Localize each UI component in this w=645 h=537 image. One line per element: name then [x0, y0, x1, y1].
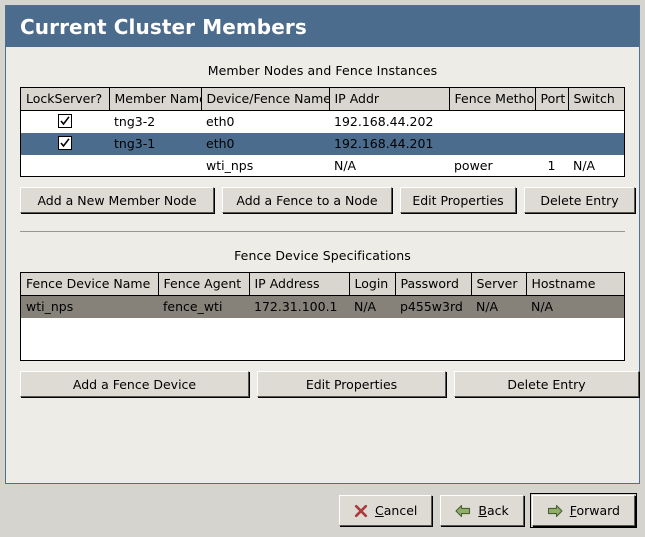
back-label-rest: ack [486, 503, 509, 518]
fence-devices-table[interactable]: Fence Device Name Fence Agent IP Address… [20, 272, 625, 361]
cell-device-fence-name: wti_nps [206, 158, 254, 173]
table-header-row: Fence Device Name Fence Agent IP Address… [21, 273, 624, 296]
cell-member-name: tng3-1 [109, 132, 201, 155]
cell-ip-address: 172.31.100.1 [249, 295, 349, 318]
column-header-ip-address[interactable]: IP Address [249, 273, 350, 296]
member-nodes-button-row: Add a New Member Node Add a Fence to a N… [20, 187, 635, 213]
column-header-member-name[interactable]: Member Name [109, 88, 202, 111]
cell-switch [568, 111, 624, 133]
column-header-fence-device-name[interactable]: Fence Device Name [21, 273, 159, 296]
table-header-row: LockServer? Member Name Device/Fence Nam… [21, 88, 624, 111]
column-header-login[interactable]: Login [349, 273, 396, 296]
cell-lockserver[interactable] [21, 111, 109, 133]
member-nodes-section-title: Member Nodes and Fence Instances [207, 63, 438, 78]
back-button[interactable]: Back [440, 495, 524, 526]
add-new-member-node-button[interactable]: Add a New Member Node [20, 187, 214, 213]
arrow-right-icon [547, 504, 563, 518]
cell-hostname: N/A [526, 295, 624, 318]
page-title: Current Cluster Members [20, 14, 307, 39]
cell-switch [568, 132, 624, 155]
fence-devices-button-row: Add a Fence Device Edit Properties Delet… [20, 371, 639, 397]
cell-fence-agent: fence_wti [158, 295, 249, 318]
cell-login: N/A [349, 295, 395, 318]
forward-mnemonic: F [569, 503, 577, 518]
back-mnemonic: B [478, 503, 487, 518]
dialog-footer: Cancel Back Forward [0, 484, 645, 537]
dialog-content: Member Nodes and Fence Instances LockSer… [6, 47, 639, 483]
cancel-button[interactable]: Cancel [339, 495, 433, 526]
cancel-mnemonic: C [375, 503, 384, 518]
column-header-lockserver[interactable]: LockServer? [21, 88, 110, 111]
table-row-selected[interactable]: wti_nps fence_wti 172.31.100.1 N/A p455w… [21, 295, 624, 318]
fence-devices-grid: Fence Device Name Fence Agent IP Address… [21, 273, 624, 318]
cell-server: N/A [471, 295, 526, 318]
column-header-password[interactable]: Password [395, 273, 472, 296]
edit-properties-button-lower[interactable]: Edit Properties [257, 371, 446, 397]
member-nodes-grid: LockServer? Member Name Device/Fence Nam… [21, 88, 624, 177]
cell-port [535, 132, 568, 155]
member-nodes-table[interactable]: LockServer? Member Name Device/Fence Nam… [20, 87, 625, 177]
delete-entry-button-upper[interactable]: Delete Entry [524, 187, 635, 213]
column-header-server[interactable]: Server [471, 273, 527, 296]
section-divider [20, 231, 625, 232]
cancel-x-icon [354, 504, 368, 518]
edit-properties-button-upper[interactable]: Edit Properties [400, 187, 516, 213]
dialog-frame: Current Cluster Members Member Nodes and… [5, 5, 640, 484]
cell-lockserver [21, 155, 109, 177]
fence-devices-section-title: Fence Device Specifications [234, 248, 411, 263]
column-header-hostname[interactable]: Hostname [526, 273, 624, 296]
add-fence-device-button[interactable]: Add a Fence Device [20, 371, 249, 397]
cell-member-name: tng3-2 [114, 114, 156, 130]
cell-fence-device-name: wti_nps [21, 295, 158, 318]
cell-ip-addr: 192.168.44.201 [329, 132, 449, 155]
cell-fence-method [449, 111, 535, 133]
table-row-selected[interactable]: tng3-1 eth0 192.168.44.201 [21, 132, 624, 155]
cell-lockserver[interactable] [21, 132, 109, 155]
cell-ip-addr: 192.168.44.202 [334, 114, 434, 130]
checkbox-checked-icon[interactable] [58, 114, 72, 129]
forward-button[interactable]: Forward [529, 493, 638, 528]
cell-fence-method [449, 132, 535, 155]
arrow-left-icon [455, 504, 471, 518]
column-header-device-fence-name[interactable]: Device/Fence Name [201, 88, 330, 111]
add-fence-to-node-button[interactable]: Add a Fence to a Node [222, 187, 392, 213]
column-header-fence-agent[interactable]: Fence Agent [158, 273, 250, 296]
delete-entry-button-lower[interactable]: Delete Entry [454, 371, 639, 397]
cell-port: 1 [547, 158, 556, 173]
table-row[interactable]: wti_nps N/A power 1 N/A [21, 155, 624, 177]
forward-button-label: Forward [570, 503, 620, 518]
cell-device-fence-name: eth0 [206, 114, 235, 130]
checkbox-checked-icon[interactable] [58, 136, 72, 150]
dialog-titlebar: Current Cluster Members [6, 6, 639, 47]
table-row[interactable]: tng3-2 eth0 192.168.44.202 [21, 111, 624, 133]
cell-member-name [109, 155, 201, 177]
cell-password: p455w3rd [395, 295, 471, 318]
cell-ip-addr: N/A [334, 158, 357, 173]
cell-device-fence-name: eth0 [201, 132, 329, 155]
column-header-port[interactable]: Port [535, 88, 569, 111]
cancel-button-label: Cancel [375, 503, 417, 518]
cell-port [535, 111, 568, 133]
column-header-switch[interactable]: Switch [568, 88, 624, 111]
forward-label-rest: orward [576, 503, 620, 518]
cancel-label-rest: ancel [383, 503, 418, 518]
cell-switch: N/A [573, 158, 596, 173]
back-button-label: Back [478, 503, 508, 518]
column-header-ip-addr[interactable]: IP Addr [329, 88, 450, 111]
cell-fence-method: power [454, 158, 493, 173]
column-header-fence-method[interactable]: Fence Method [449, 88, 536, 111]
